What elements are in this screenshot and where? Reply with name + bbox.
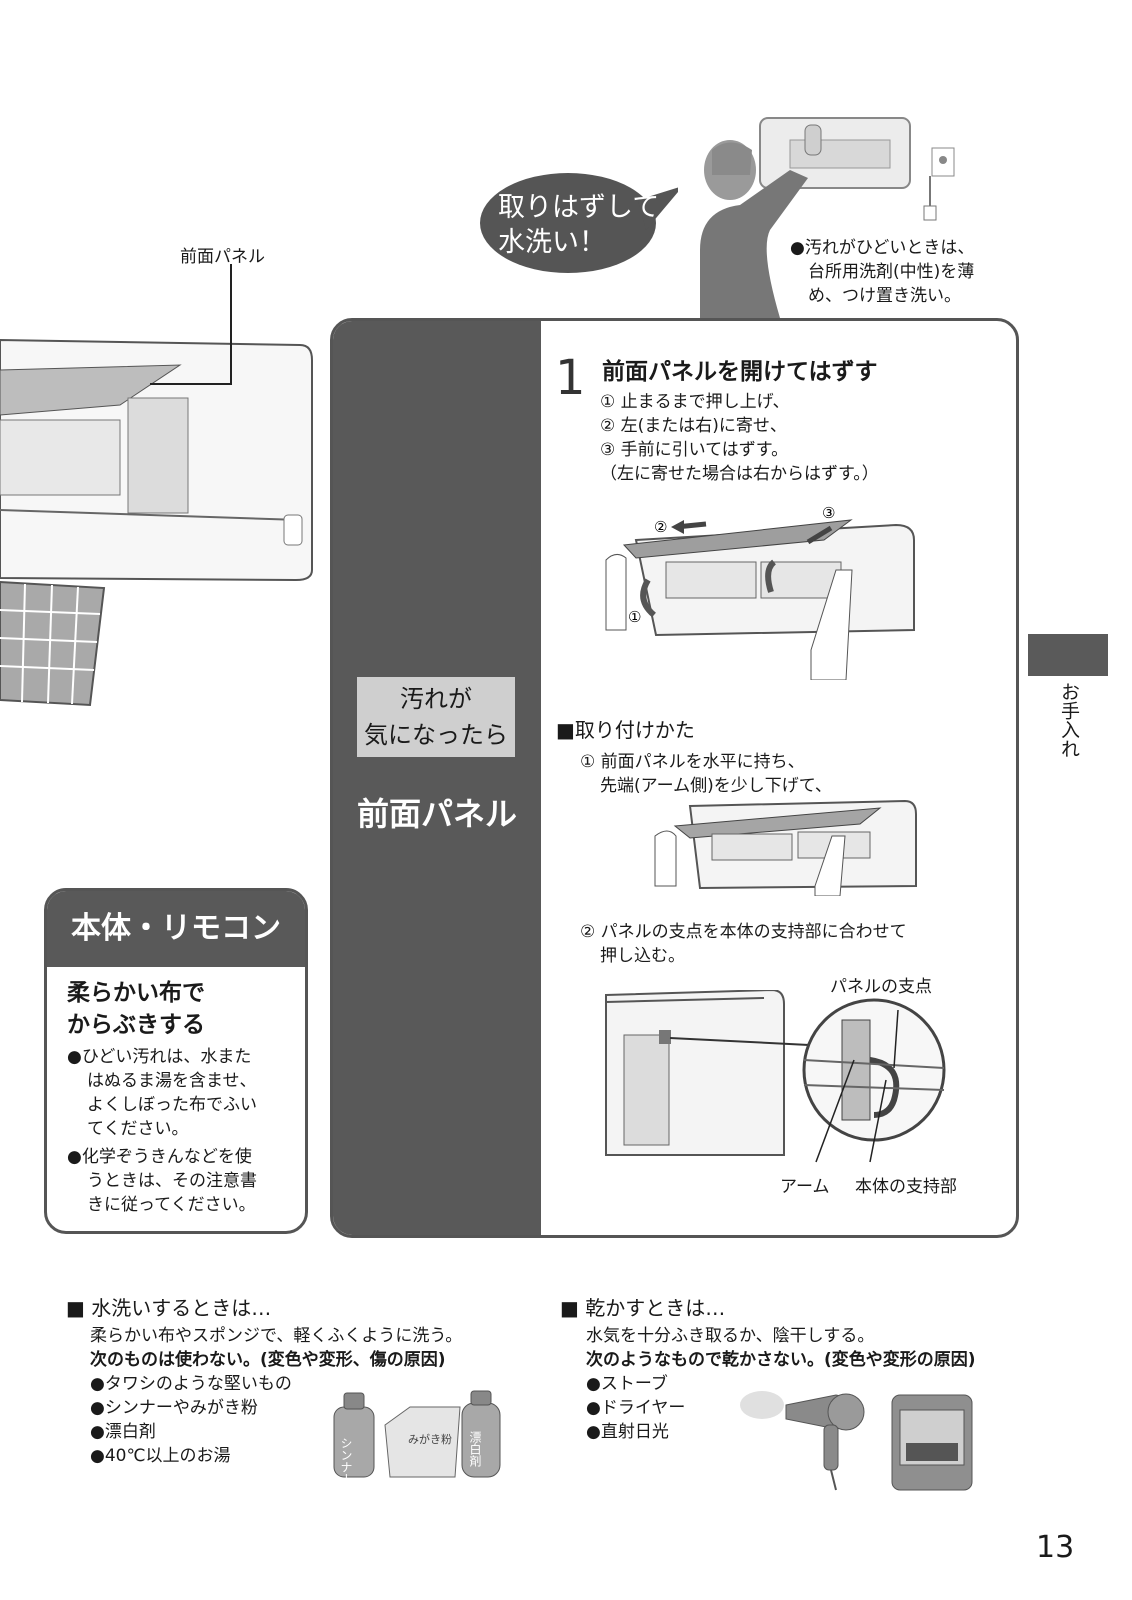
dryer-stove-illustration	[740, 1391, 973, 1491]
attach-line: 押し込む。	[600, 946, 685, 966]
speech-line-1: 取りはずして	[498, 192, 660, 223]
fig-mark-2: ②	[654, 518, 667, 536]
top-illustration	[700, 117, 955, 318]
chapter-tab-label: お手入れ	[1058, 682, 1080, 758]
prohibited-items-illustration: シンナー みがき粉 漂白剤	[333, 1390, 501, 1480]
attach-panel-figure	[654, 799, 917, 896]
step-title: 前面パネルを開けてはずす	[602, 359, 878, 385]
remove-panel-figure: ② ③ ①	[605, 504, 915, 680]
step-line: ③ 手前に引いてはずす。	[600, 440, 789, 460]
attach-line: ② パネルの支点を本体の支持部に合わせて	[580, 922, 907, 942]
step-number: 1	[555, 350, 586, 406]
step-instructions: ① 止まるまで押し上げ、 ② 左(または右)に寄せ、 ③ 手前に引いてはずす。 …	[600, 390, 879, 486]
side-subtitle: 柔らかい布で からぶきする	[67, 977, 205, 1041]
body-remote-section: 本体・リモコン 柔らかい布で からぶきする ●ひどい汚れは、水また はぬるま湯を…	[44, 888, 308, 1234]
side-title: 本体・リモコン	[47, 891, 305, 967]
dry-line: 水気を十分ふき取るか、陰干しする。	[586, 1326, 875, 1346]
step-line: （左に寄せた場合は右からはずす。）	[600, 464, 879, 484]
wash-item: ●40℃以上のお湯	[90, 1446, 231, 1466]
side-note-line: うときは、その注意書	[87, 1171, 257, 1191]
tag-line: 汚れが	[400, 685, 472, 713]
side-sub-line: 柔らかい布で	[67, 980, 205, 1006]
section-title: 前面パネル	[356, 795, 517, 833]
side-note-chemical: ●化学ぞうきんなどを使 うときは、その注意書 きに従ってください。	[67, 1145, 297, 1217]
dry-warning: 次のようなもので乾かさない。(変色や変形の原因)	[586, 1350, 976, 1370]
attach-line: 先端(アーム側)を少し下げて、	[600, 776, 832, 796]
side-sub-line: からぶきする	[67, 1012, 205, 1038]
speech-bubble	[480, 173, 678, 273]
attach-title: ■取り付けかた	[556, 718, 695, 742]
fig-mark-1: ①	[628, 608, 641, 626]
step-line: ① 止まるまで押し上げ、	[600, 392, 790, 412]
side-note-line: はぬるま湯を含ませ、	[87, 1071, 257, 1091]
when-dirty-tag: 汚れが 気になったら	[357, 677, 515, 757]
pivot-detail-figure	[605, 990, 946, 1163]
side-note-line: きに従ってください。	[87, 1195, 256, 1215]
side-note-line: ●ひどい汚れは、水また	[67, 1047, 252, 1067]
section-sidebar: 汚れが 気になったら 前面パネル	[333, 321, 541, 1235]
wash-body: 柔らかい布やスポンジで、軽くふくように洗う。 次のものは使わない。(変色や変形、…	[90, 1324, 462, 1468]
label-panel-pivot: パネルの支点	[830, 977, 932, 997]
side-note-line: てください。	[87, 1119, 189, 1139]
dry-item: ●直射日光	[586, 1422, 669, 1442]
thinner-label: シンナー	[339, 1437, 353, 1480]
front-panel-label: 前面パネル	[180, 247, 265, 267]
speech-text: 取りはずして 水洗い！	[498, 190, 659, 260]
side-note-line: よくしぼった布でふい	[87, 1095, 257, 1115]
attach-instructions-2: ② パネルの支点を本体の支持部に合わせて 押し込む。	[580, 920, 907, 968]
dry-item: ●ストーブ	[586, 1374, 668, 1394]
step-line: ② 左(または右)に寄せ、	[600, 416, 787, 436]
note-line: ●汚れがひどいときは、	[790, 238, 975, 258]
side-note-line: ●化学ぞうきんなどを使	[67, 1147, 252, 1167]
attach-instructions-1: ① 前面パネルを水平に持ち、 先端(アーム側)を少し下げて、	[580, 750, 832, 798]
wash-item: ●シンナーやみがき粉	[90, 1398, 258, 1418]
wash-warning: 次のものは使わない。(変色や変形、傷の原因)	[90, 1350, 446, 1370]
page-number: 13	[1036, 1530, 1075, 1565]
attach-line: ① 前面パネルを水平に持ち、	[580, 752, 805, 772]
wash-item: ●漂白剤	[90, 1422, 156, 1442]
left-aircon-illustration	[0, 338, 313, 707]
dry-body: 水気を十分ふき取るか、陰干しする。 次のようなもので乾かさない。(変色や変形の原…	[586, 1324, 976, 1444]
front-panel-leader	[150, 264, 232, 385]
note-line: 台所用洗剤(中性)を薄	[808, 262, 975, 282]
bleach-label: 漂白剤	[468, 1431, 482, 1468]
dry-title: ■ 乾かすときは…	[560, 1296, 726, 1320]
chapter-tab	[1028, 634, 1108, 676]
dry-item: ●ドライヤー	[586, 1398, 686, 1418]
label-arm: アーム	[780, 1177, 830, 1197]
note-line: め、つけ置き洗い。	[808, 286, 961, 306]
side-note-wipe: ●ひどい汚れは、水また はぬるま湯を含ませ、 よくしぼった布でふい てください。	[67, 1045, 297, 1141]
wash-item: ●タワシのような堅いもの	[90, 1374, 292, 1394]
heavy-dirt-note: ●汚れがひどいときは、 台所用洗剤(中性)を薄 め、つけ置き洗い。	[790, 236, 974, 308]
fig-mark-3: ③	[822, 504, 835, 522]
polish-label: みがき粉	[408, 1432, 452, 1446]
label-support: 本体の支持部	[855, 1177, 957, 1197]
wash-title: ■ 水洗いするときは…	[66, 1296, 272, 1320]
wash-line: 柔らかい布やスポンジで、軽くふくように洗う。	[90, 1326, 463, 1346]
speech-line-2: 水洗い！	[498, 227, 606, 258]
tag-line: 気になったら	[364, 721, 508, 749]
